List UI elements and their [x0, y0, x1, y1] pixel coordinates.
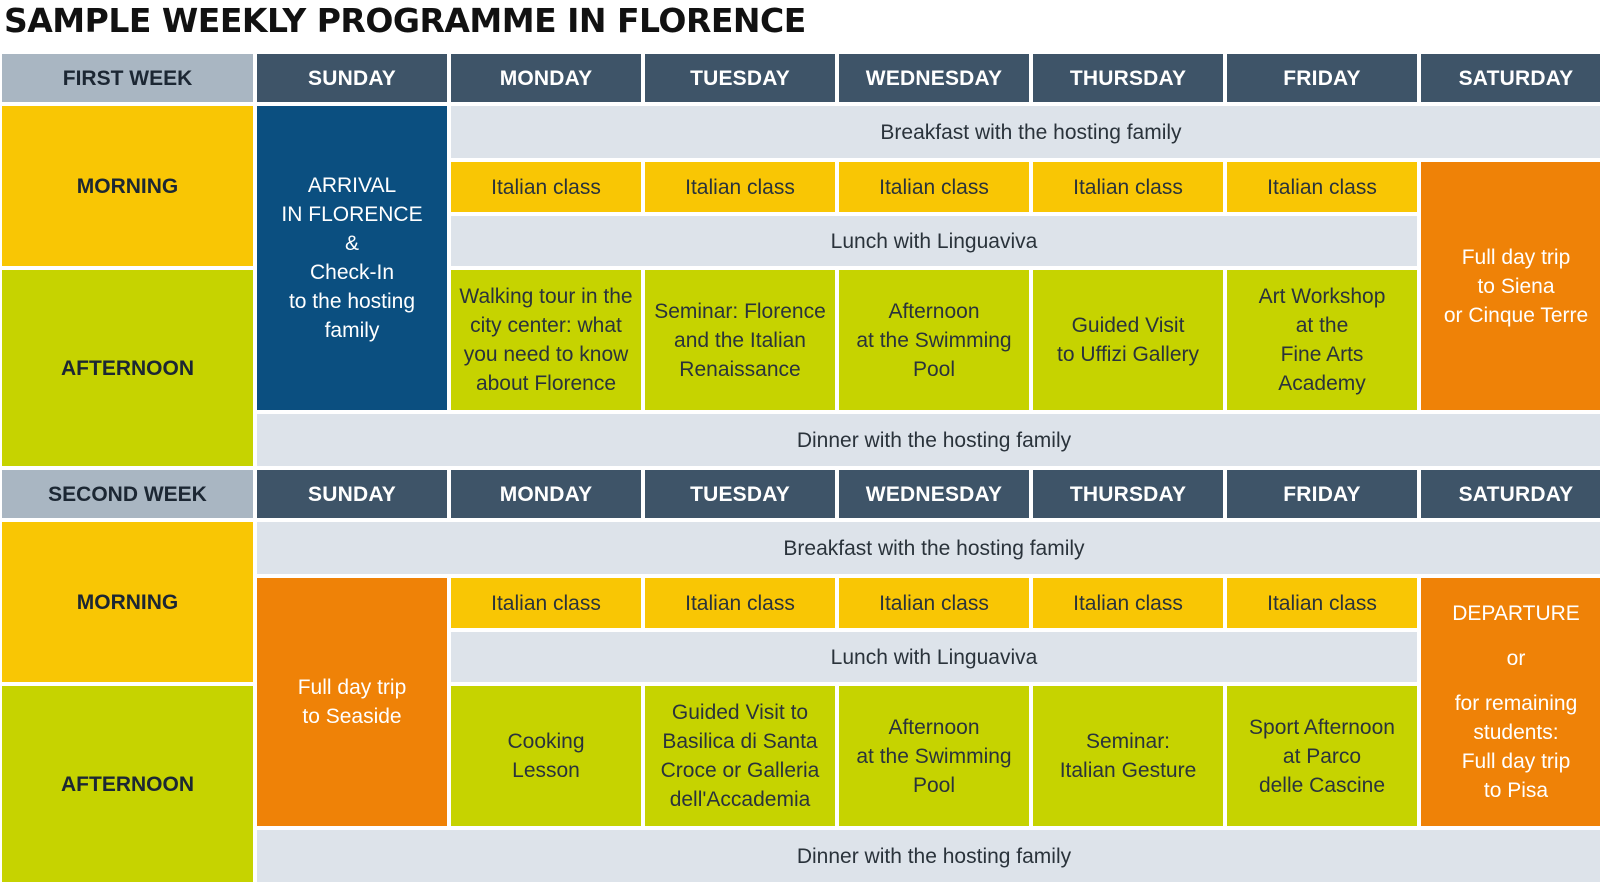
activity-line: Afternoon	[888, 715, 980, 739]
activity-line: city center: what	[470, 314, 622, 337]
activity-line: at Parco	[1282, 744, 1362, 768]
period-morning: MORNING	[2, 106, 253, 266]
day-header-saturday: SATURDAY	[1421, 54, 1600, 102]
dinner-row: Dinner with the hosting family	[257, 414, 1600, 466]
period-afternoon: AFTERNOON	[2, 270, 253, 466]
activity-monday: Walking tour in the city center: what yo…	[451, 270, 641, 410]
activity-thursday: Seminar: Italian Gesture	[1033, 686, 1223, 826]
activity-line: to Uffizi Gallery	[1057, 343, 1199, 366]
day-header-monday: MONDAY	[451, 54, 641, 102]
saturday-departure-cell: DEPARTURE or for remaining students: Ful…	[1421, 578, 1600, 826]
departure-line: students:	[1473, 721, 1559, 744]
arrival-line: Check-In	[309, 261, 395, 284]
activity-line: Cooking	[507, 730, 585, 753]
day-header-sunday: SUNDAY	[257, 54, 447, 102]
day-header-thursday: THURSDAY	[1033, 470, 1223, 518]
activity-line: Art Workshop	[1258, 285, 1386, 308]
day-header-friday: FRIDAY	[1227, 54, 1417, 102]
breakfast-row: Breakfast with the hosting family	[257, 522, 1600, 574]
page-title: SAMPLE WEEKLY PROGRAMME IN FLORENCE	[4, 1, 806, 40]
activity-line: Walking tour in the	[459, 285, 633, 308]
period-morning: MORNING	[2, 522, 253, 682]
activity-line: Lesson	[512, 759, 580, 782]
trip-line: to Siena	[1477, 274, 1555, 298]
activity-line: Seminar:	[1085, 730, 1171, 753]
saturday-trip-cell: Full day trip to Siena or Cinque Terre	[1421, 162, 1600, 410]
arrival-line: ARRIVAL	[307, 174, 397, 197]
activity-line: Pool	[912, 357, 956, 381]
activity-line: Renaissance	[679, 357, 801, 381]
arrival-line: to the hosting	[288, 290, 416, 313]
activity-line: at the Swimming	[856, 328, 1012, 352]
activity-line: dell'Accademia	[669, 788, 811, 811]
lunch-row: Lunch with Linguaviva	[451, 632, 1417, 682]
activity-wednesday: Afternoon at the Swimming Pool	[839, 686, 1029, 826]
day-header-wednesday: WEDNESDAY	[839, 470, 1029, 518]
arrival-line: family	[324, 319, 380, 342]
activity-tuesday: Seminar: Florence and the Italian Renais…	[645, 270, 835, 410]
trip-line: Full day trip	[297, 676, 407, 699]
activity-monday: Cooking Lesson	[451, 686, 641, 826]
activity-line: Seminar: Florence	[654, 299, 826, 323]
day-header-wednesday: WEDNESDAY	[839, 54, 1029, 102]
day-header-saturday: SATURDAY	[1421, 470, 1600, 518]
day-header-tuesday: TUESDAY	[645, 54, 835, 102]
italian-class-wednesday: Italian class	[839, 162, 1029, 212]
activity-line: delle Cascine	[1258, 773, 1386, 797]
dinner-row: Dinner with the hosting family	[257, 830, 1600, 882]
breakfast-row: Breakfast with the hosting family	[451, 106, 1600, 158]
activity-line: about Florence	[475, 372, 617, 395]
activity-friday: Art Workshop at the Fine Arts Academy	[1227, 270, 1417, 410]
week-label-first: FIRST WEEK	[2, 54, 253, 102]
departure-line: or	[1506, 647, 1526, 670]
italian-class-thursday: Italian class	[1033, 578, 1223, 628]
departure-line: DEPARTURE	[1452, 602, 1580, 625]
activity-line: Afternoon	[888, 299, 980, 323]
activity-line: Italian Gesture	[1059, 759, 1197, 782]
lunch-row: Lunch with Linguaviva	[451, 216, 1417, 266]
trip-line: Full day trip	[1461, 245, 1571, 269]
activity-tuesday: Guided Visit to Basilica di Santa Croce …	[645, 686, 835, 826]
activity-thursday: Guided Visit to Uffizi Gallery	[1033, 270, 1223, 410]
trip-line: to Seaside	[302, 705, 402, 728]
sunday-trip-cell: Full day trip to Seaside	[257, 578, 447, 826]
activity-line: Fine Arts	[1280, 343, 1364, 366]
day-header-thursday: THURSDAY	[1033, 54, 1223, 102]
italian-class-monday: Italian class	[451, 578, 641, 628]
period-afternoon: AFTERNOON	[2, 686, 253, 882]
trip-line: or Cinque Terre	[1443, 303, 1589, 327]
activity-line: and the Italian	[674, 328, 806, 352]
activity-line: Guided Visit	[1071, 314, 1185, 337]
activity-line: Academy	[1278, 372, 1366, 395]
week-label-second: SECOND WEEK	[2, 470, 253, 518]
activity-line: Basilica di Santa	[662, 730, 818, 753]
italian-class-friday: Italian class	[1227, 578, 1417, 628]
italian-class-tuesday: Italian class	[645, 162, 835, 212]
activity-line: Croce or Galleria	[660, 759, 820, 782]
departure-line: Full day trip	[1461, 750, 1571, 773]
activity-line: Sport Afternoon	[1249, 715, 1395, 739]
italian-class-thursday: Italian class	[1033, 162, 1223, 212]
italian-class-monday: Italian class	[451, 162, 641, 212]
programme-table: FIRST WEEK SUNDAY MONDAY TUESDAY WEDNESD…	[2, 54, 1600, 882]
activity-wednesday: Afternoon at the Swimming Pool	[839, 270, 1029, 410]
day-header-friday: FRIDAY	[1227, 470, 1417, 518]
activity-friday: Sport Afternoon at Parco delle Cascine	[1227, 686, 1417, 826]
italian-class-wednesday: Italian class	[839, 578, 1029, 628]
arrival-line: &	[344, 232, 359, 255]
departure-line: to Pisa	[1483, 779, 1549, 802]
italian-class-tuesday: Italian class	[645, 578, 835, 628]
activity-line: at the	[1295, 314, 1349, 337]
day-header-tuesday: TUESDAY	[645, 470, 835, 518]
day-header-sunday: SUNDAY	[257, 470, 447, 518]
arrival-cell: ARRIVAL IN FLORENCE & Check-In to the ho…	[257, 106, 447, 410]
activity-line: Pool	[912, 773, 956, 797]
activity-line: you need to know	[463, 343, 629, 366]
departure-line: for remaining	[1454, 692, 1578, 715]
activity-line: at the Swimming	[856, 744, 1012, 768]
italian-class-friday: Italian class	[1227, 162, 1417, 212]
arrival-line: IN FLORENCE	[281, 203, 423, 226]
activity-line: Guided Visit to	[671, 701, 809, 724]
day-header-monday: MONDAY	[451, 470, 641, 518]
